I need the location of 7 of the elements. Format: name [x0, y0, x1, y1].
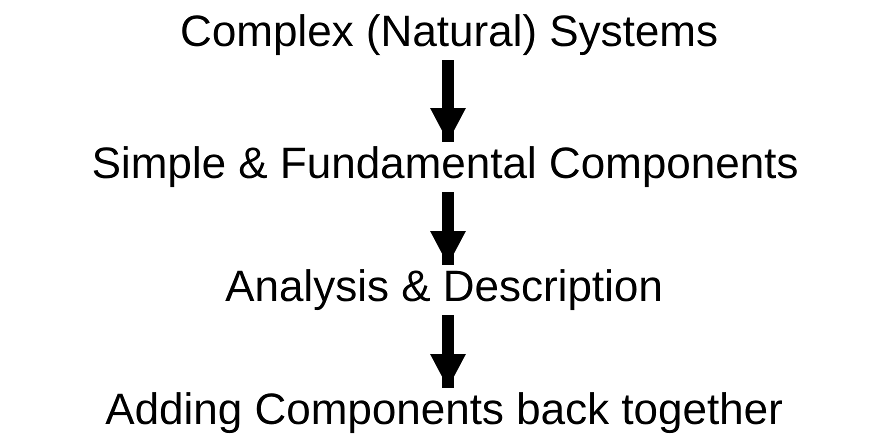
down-arrow [430, 192, 466, 265]
step-label: Complex (Natural) Systems [180, 8, 718, 56]
step-label: Analysis & Description [225, 263, 663, 311]
down-arrow [430, 60, 466, 142]
step-label: Simple & Fundamental Components [92, 140, 798, 188]
down-arrow [430, 315, 466, 388]
step-label: Adding Components back together [105, 386, 783, 434]
